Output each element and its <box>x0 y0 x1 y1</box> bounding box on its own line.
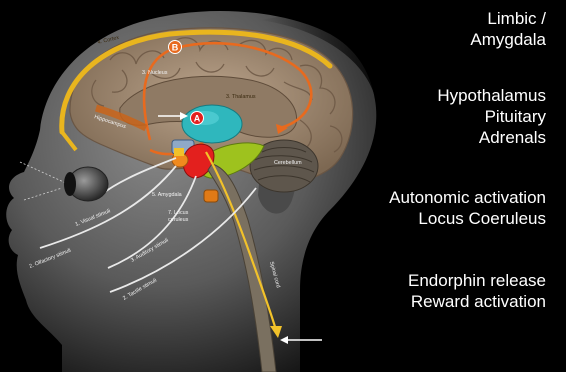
text-group-autonomic: Autonomic activation Locus Coeruleus <box>389 187 546 229</box>
text-line: Pituitary <box>437 106 546 127</box>
text-line: Amygdala <box>470 29 546 50</box>
text-line: Reward activation <box>408 291 546 312</box>
label-ceruleus: ceruleus <box>168 217 189 223</box>
locus-ceruleus <box>204 190 218 202</box>
text-line: Adrenals <box>437 127 546 148</box>
text-line: Locus Coeruleus <box>389 208 546 229</box>
text-line: Hypothalamus <box>437 85 546 106</box>
text-group-hpa: Hypothalamus Pituitary Adrenals <box>437 85 546 148</box>
label-locus: 7. Locus <box>168 210 189 216</box>
text-line: Endorphin release <box>408 270 546 291</box>
label-amygdala: 5. Amygdala <box>152 192 182 198</box>
text-line: Autonomic activation <box>389 187 546 208</box>
marker-a: A <box>194 114 201 124</box>
marker-b: B <box>172 43 179 53</box>
text-group-limbic: Limbic / Amygdala <box>470 8 546 50</box>
label-cerebellum: Cerebellum <box>274 160 302 166</box>
text-line: Limbic / <box>470 8 546 29</box>
label-nucleus: 3. Nucleus <box>142 70 168 76</box>
label-thalamus: 3. Thalamus <box>226 94 256 100</box>
text-group-reward: Endorphin release Reward activation <box>408 270 546 312</box>
